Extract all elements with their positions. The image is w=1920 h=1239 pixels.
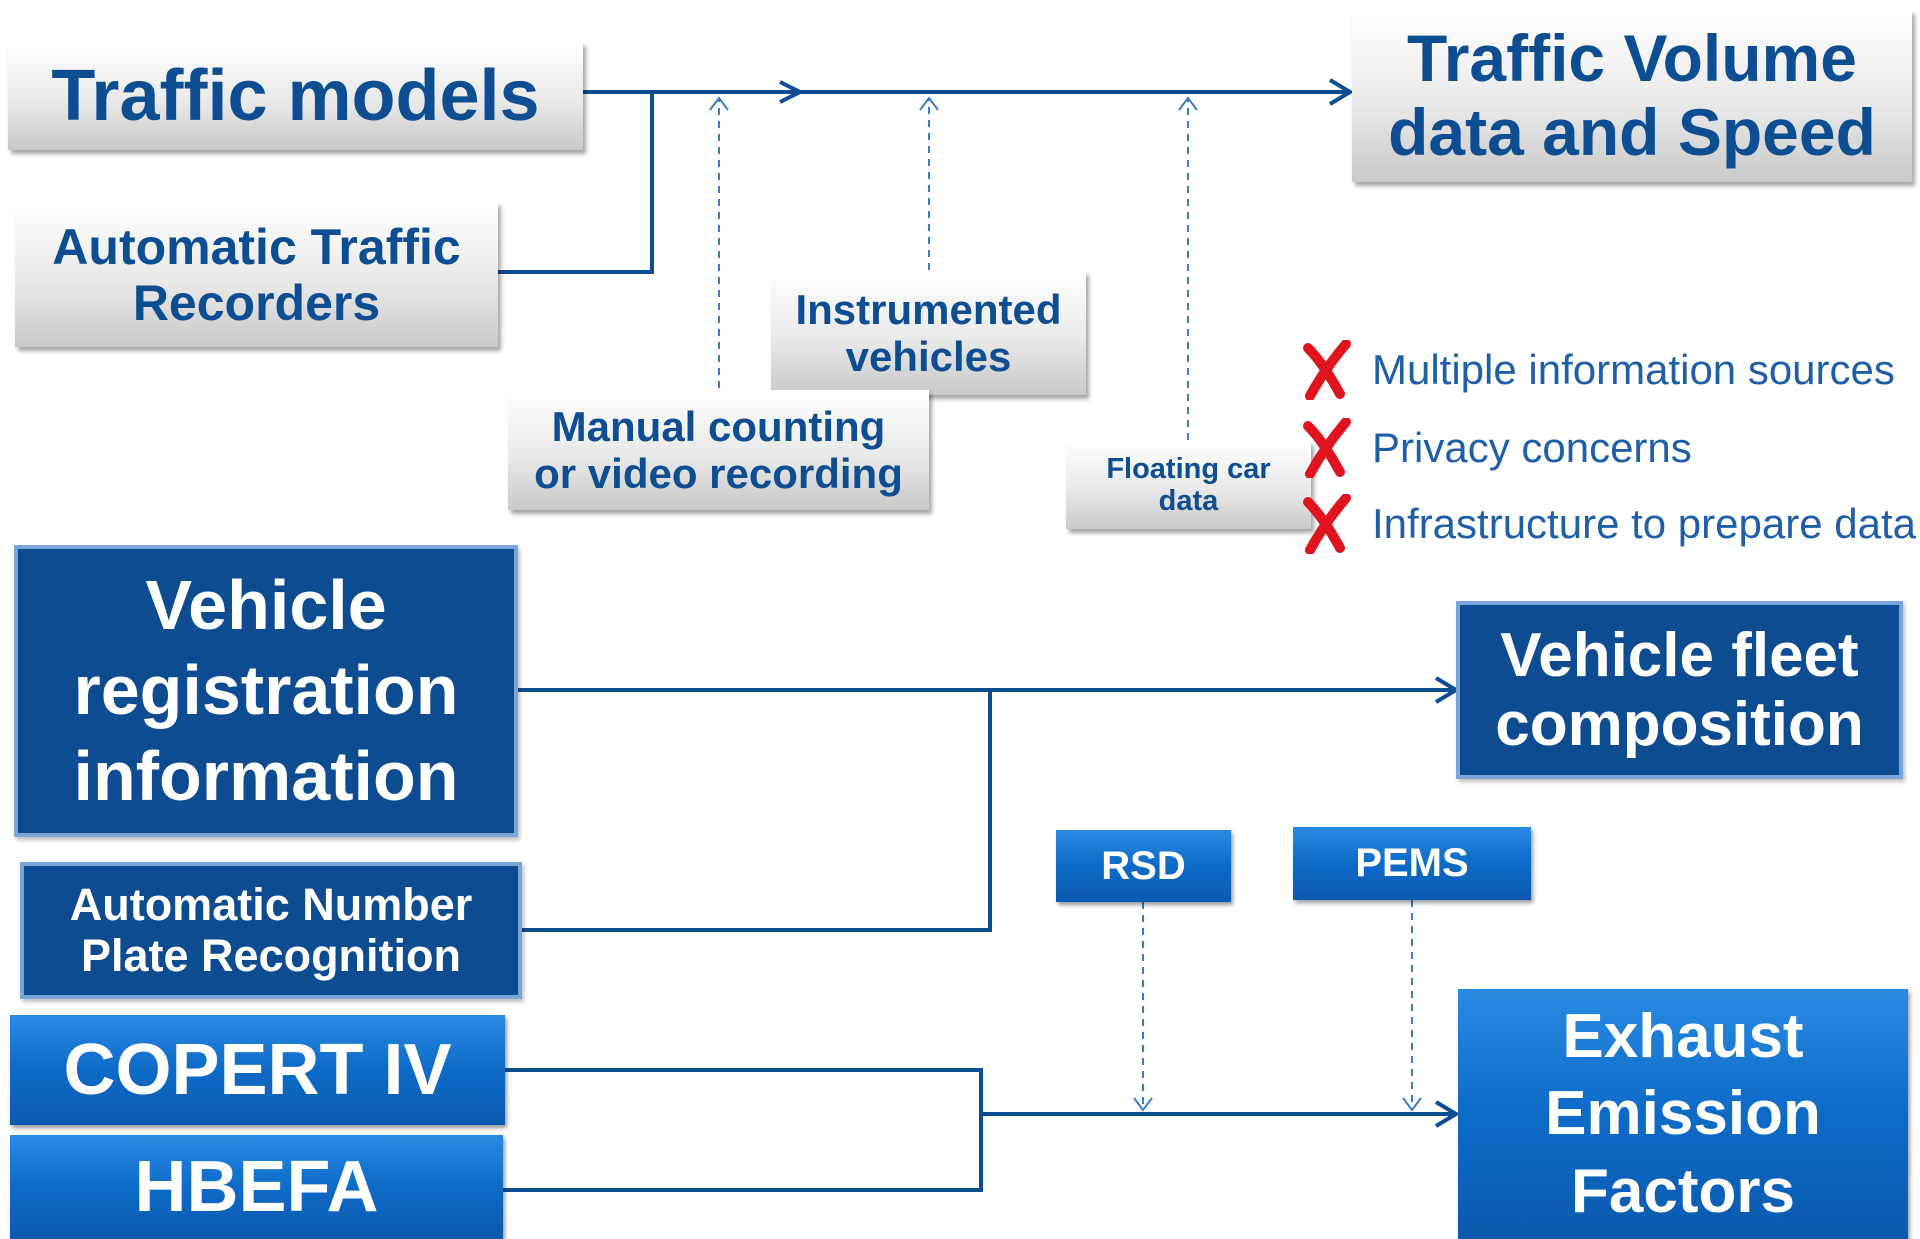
issue-label: Privacy concerns xyxy=(1372,424,1692,471)
instrumented-label-line-1: Instrumented xyxy=(795,285,1062,333)
instrumented-arrowhead xyxy=(919,96,939,111)
manual-label-line-2: or video recording xyxy=(534,450,903,497)
cross-icon xyxy=(1300,418,1356,478)
copert-connector-line xyxy=(503,1068,983,1192)
pems-label: PEMS xyxy=(1355,841,1469,886)
exhaust-arrowhead xyxy=(1434,1100,1460,1128)
issue-label: Multiple information sources xyxy=(1372,346,1895,393)
volume-arrowhead xyxy=(1328,78,1354,106)
mid-arrowhead xyxy=(779,80,805,104)
floating-car-box: Floating car data xyxy=(1066,441,1311,529)
exhaust-label-line-1: Exhaust xyxy=(1562,1001,1804,1071)
pems-arrowhead xyxy=(1402,1097,1422,1112)
pems-box: PEMS xyxy=(1293,827,1531,900)
atr-label-line-1: Automatic Traffic xyxy=(52,218,461,275)
anpr-box: Automatic Number Plate Recognition xyxy=(20,862,522,999)
manual-label-line-1: Manual counting xyxy=(551,402,886,450)
fleet-label-line-1: Vehicle fleet xyxy=(1500,620,1859,690)
dashed-arrowheads xyxy=(709,96,1422,1112)
fleet-label-line-2: composition xyxy=(1495,690,1864,759)
vehicle-fleet-box: Vehicle fleet composition xyxy=(1456,601,1903,779)
issue-label: Infrastructure to prepare data xyxy=(1372,500,1916,547)
instrumented-label-line-2: vehicles xyxy=(845,333,1012,380)
atr-connector-line xyxy=(498,92,654,274)
cross-icon xyxy=(1300,494,1356,554)
instrumented-vehicles-box: Instrumented vehicles xyxy=(771,271,1086,395)
exhaust-label-line-3: Factors xyxy=(1571,1156,1795,1226)
traffic-models-box: Traffic models xyxy=(8,42,583,150)
traffic-volume-box: Traffic Volume data and Speed xyxy=(1352,10,1912,182)
registration-label-line-1: Vehicle xyxy=(145,565,387,644)
vehicle-registration-box: Vehicle registration information xyxy=(14,545,518,837)
floating-label-line-1: Floating car xyxy=(1106,452,1271,485)
atr-box: Automatic Traffic Recorders xyxy=(15,202,498,347)
rsd-box: RSD xyxy=(1056,830,1231,902)
issue-item: Privacy concerns xyxy=(1300,418,1692,478)
anpr-connector-line xyxy=(522,690,992,932)
exhaust-label-line-2: Emission xyxy=(1545,1079,1821,1149)
rsd-label: RSD xyxy=(1101,843,1186,888)
issue-item: Multiple information sources xyxy=(1300,340,1895,400)
manual-arrowhead xyxy=(709,96,729,111)
rsd-arrowhead xyxy=(1133,1097,1153,1112)
copert-box: COPERT IV xyxy=(10,1015,505,1125)
hbefa-label: HBEFA xyxy=(134,1146,379,1227)
traffic-volume-label-line-2: data and Speed xyxy=(1388,95,1876,169)
registration-label-line-3: information xyxy=(73,736,459,815)
anpr-label-line-2: Plate Recognition xyxy=(80,929,462,981)
solid-connectors xyxy=(498,78,1460,1192)
atr-label-line-2: Recorders xyxy=(132,274,381,331)
issue-item: Infrastructure to prepare data xyxy=(1300,494,1916,554)
traffic-models-label: Traffic models xyxy=(51,55,540,136)
copert-label: COPERT IV xyxy=(63,1029,452,1110)
cross-icon xyxy=(1300,340,1356,400)
registration-label-line-2: registration xyxy=(73,651,459,730)
traffic-volume-label-line-1: Traffic Volume xyxy=(1407,21,1857,96)
floating-arrowhead xyxy=(1178,96,1198,111)
hbefa-box: HBEFA xyxy=(10,1135,503,1239)
anpr-label-line-1: Automatic Number xyxy=(69,879,473,931)
floating-label-line-2: data xyxy=(1158,485,1219,517)
manual-counting-box: Manual counting or video recording xyxy=(508,390,929,510)
dashed-connectors xyxy=(718,100,1413,1110)
exhaust-box: Exhaust Emission Factors xyxy=(1458,989,1908,1239)
